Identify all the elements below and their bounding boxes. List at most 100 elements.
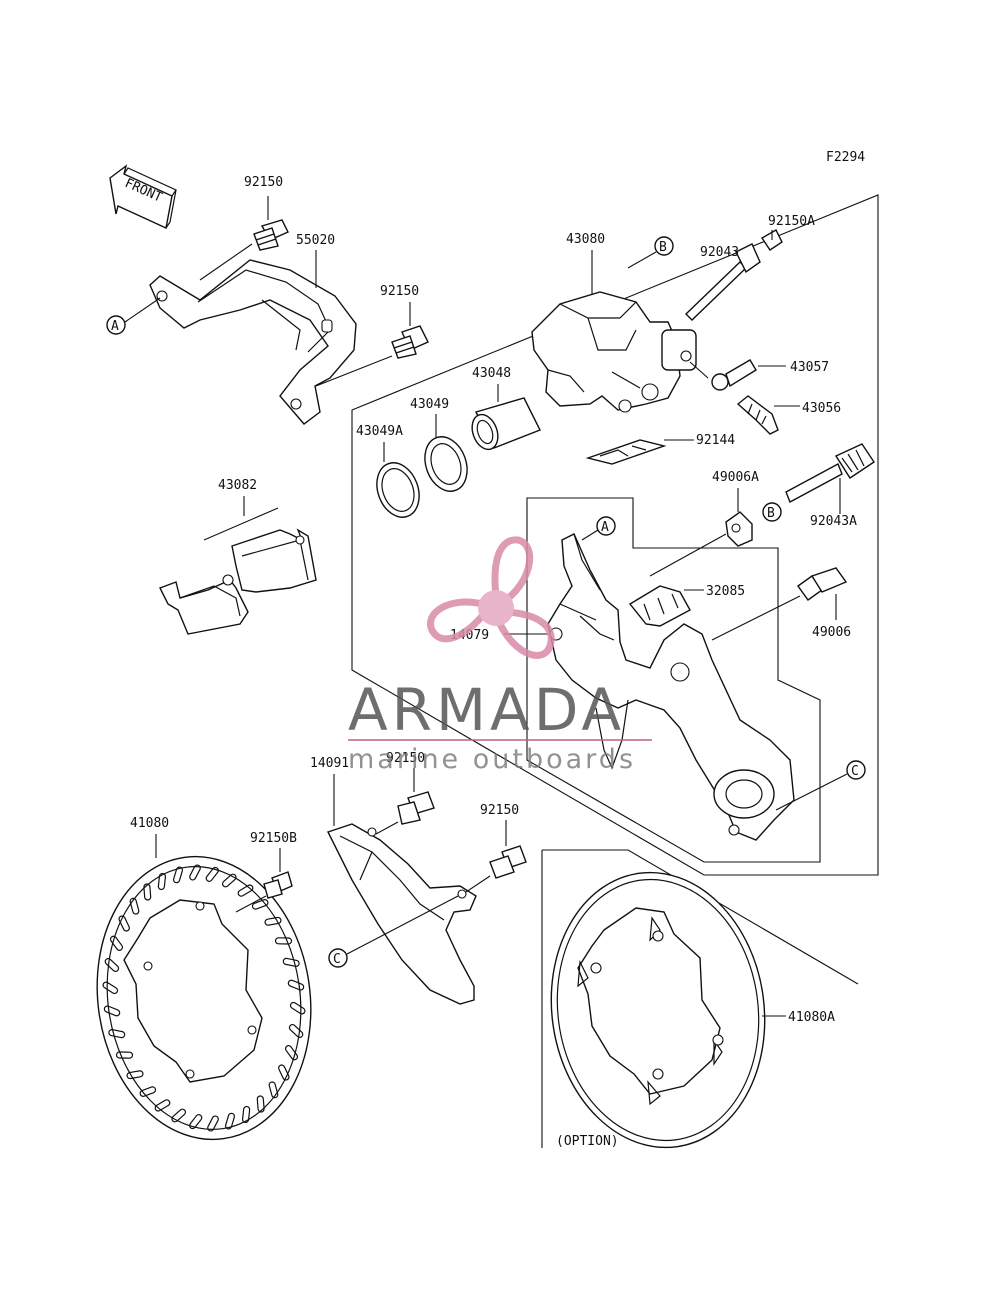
bolt-icon xyxy=(797,567,848,601)
svg-text:A: A xyxy=(601,520,609,535)
option-outline xyxy=(541,849,859,1148)
vent-slot xyxy=(109,935,124,951)
seal-part xyxy=(424,436,468,492)
disc-vent-slots xyxy=(102,864,306,1132)
vent-slot xyxy=(284,1045,299,1061)
callout-a: A xyxy=(596,516,616,536)
part-label: 43049 xyxy=(410,397,449,412)
part-label: 32085 xyxy=(706,584,745,599)
part-label: 92150A xyxy=(768,214,815,229)
part-label: 92150 xyxy=(480,803,519,818)
seal-part xyxy=(376,462,420,518)
vent-slot xyxy=(118,915,130,932)
watermark-logo-icon xyxy=(427,536,555,659)
brake-disc-part xyxy=(96,855,312,1141)
vent-slot xyxy=(189,1114,203,1130)
svg-text:C: C xyxy=(333,952,341,967)
caliper-body-part xyxy=(531,291,697,413)
part-label: 55020 xyxy=(296,233,335,248)
vent-slot xyxy=(287,979,305,991)
option-brake-disc-part xyxy=(550,871,766,1149)
bleed-valve-part xyxy=(736,395,779,435)
part-label: 92150B xyxy=(250,831,297,846)
disc-guard-part xyxy=(327,823,477,1005)
bolt-icon xyxy=(397,791,435,825)
vent-slot xyxy=(289,1001,306,1015)
callout-a: A xyxy=(106,315,126,335)
vent-slot xyxy=(143,883,152,901)
vent-slot xyxy=(237,884,254,897)
boot-part xyxy=(725,511,753,547)
bracket-part xyxy=(149,259,357,425)
pin-part xyxy=(685,243,761,321)
vent-slot xyxy=(115,1051,134,1059)
pin-part xyxy=(785,443,875,503)
part-label: 14091 xyxy=(310,756,349,771)
pad-clip-part xyxy=(628,585,691,627)
front-arrow-icon: FRONT xyxy=(109,164,177,230)
vent-slot xyxy=(157,872,167,891)
part-label: 92150 xyxy=(386,751,425,766)
piston-part xyxy=(471,397,541,451)
figure-code: F2294 xyxy=(826,150,865,165)
callout-b: B xyxy=(654,236,674,256)
bolt-icon xyxy=(263,871,293,899)
bolt-icon xyxy=(489,845,527,879)
watermark-tagline: marine outboards xyxy=(348,744,636,775)
vent-slot xyxy=(268,1081,279,1099)
vent-slot xyxy=(205,866,219,882)
part-label: 92150 xyxy=(380,284,419,299)
part-label: 43056 xyxy=(802,401,841,416)
vent-slot xyxy=(172,866,184,884)
option-label: (OPTION) xyxy=(556,1134,619,1149)
vent-slot xyxy=(256,1095,265,1113)
vent-slot xyxy=(154,1099,171,1112)
callout-c: C xyxy=(328,948,348,968)
vent-slot xyxy=(282,957,300,967)
vent-slot xyxy=(189,864,201,881)
part-label: 92144 xyxy=(696,433,735,448)
vent-slot xyxy=(224,1112,236,1130)
caliper-bracket-part xyxy=(547,533,795,841)
brake-pad-part xyxy=(231,528,317,593)
vent-slot xyxy=(278,1064,290,1081)
part-label: 43048 xyxy=(472,366,511,381)
part-label: 92150 xyxy=(244,175,283,190)
svg-text:C: C xyxy=(851,764,859,779)
vent-slot xyxy=(264,916,282,926)
watermark-brand: ARMADA xyxy=(348,676,625,744)
vent-slot xyxy=(221,873,237,888)
vent-slot xyxy=(251,899,269,910)
vent-slot xyxy=(288,1023,304,1039)
vent-slot xyxy=(274,937,293,945)
vent-slot xyxy=(171,1108,187,1123)
part-label: 92043A xyxy=(810,514,857,529)
part-label: 92043 xyxy=(700,245,739,260)
part-label: 43082 xyxy=(218,478,257,493)
vent-slot xyxy=(207,1115,219,1132)
brake-pad-part xyxy=(159,574,249,635)
part-label: 43057 xyxy=(790,360,829,375)
part-label: 43080 xyxy=(566,232,605,247)
bolt-icon xyxy=(391,325,429,359)
svg-text:B: B xyxy=(659,240,667,255)
svg-text:A: A xyxy=(111,319,119,334)
caliper-assembly-outline xyxy=(351,194,879,876)
spring-part xyxy=(585,439,667,465)
vent-slot xyxy=(103,1005,121,1017)
part-label: 43049A xyxy=(356,424,403,439)
part-label: 49006A xyxy=(712,470,759,485)
vent-slot xyxy=(129,897,140,915)
vent-slot xyxy=(108,1029,126,1039)
callout-c: C xyxy=(846,760,866,780)
vent-slot xyxy=(102,981,119,995)
vent-slot xyxy=(241,1105,251,1124)
part-label: 49006 xyxy=(812,625,851,640)
vent-slot xyxy=(139,1086,157,1097)
vent-slot xyxy=(104,957,120,973)
bolt-icon xyxy=(253,219,289,251)
part-label: 41080 xyxy=(130,816,169,831)
part-label: 41080A xyxy=(788,1010,835,1025)
vent-slot xyxy=(126,1070,144,1080)
